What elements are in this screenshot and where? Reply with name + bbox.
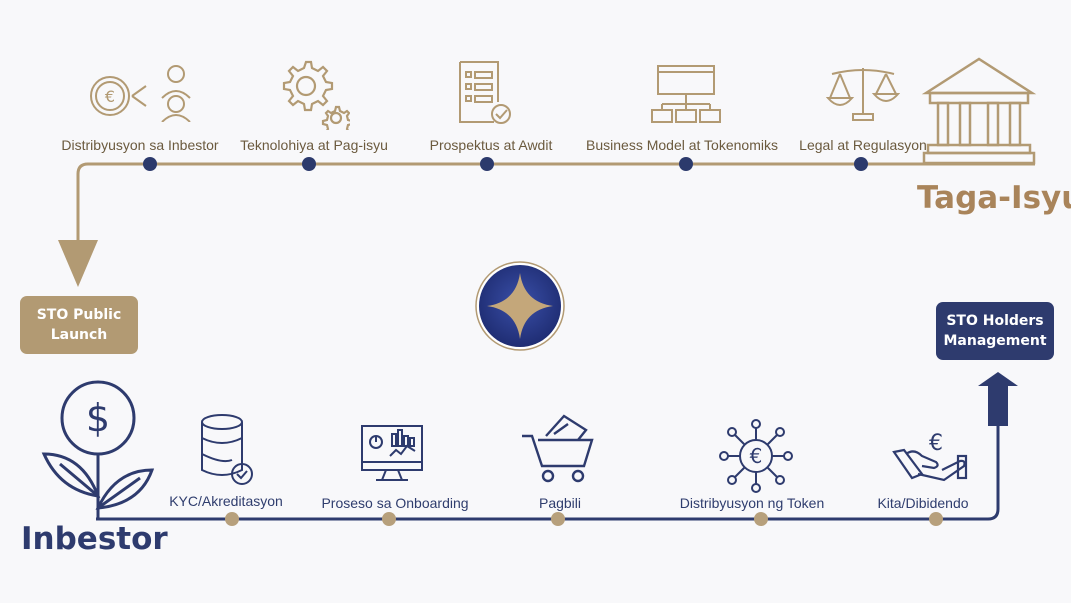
euro-coin-distribution-icon: € xyxy=(90,65,191,122)
monitor-analytics-icon xyxy=(361,425,423,481)
money-plant-icon: $ xyxy=(41,380,155,520)
investor-step-label: KYC/Akreditasyon xyxy=(169,493,283,509)
hand-euro-icon: € xyxy=(892,431,968,482)
star-logo-icon xyxy=(475,261,565,351)
checklist-document-icon xyxy=(459,61,511,124)
investor-step-dot xyxy=(225,512,239,526)
down-arrow xyxy=(58,240,98,287)
up-arrow xyxy=(978,372,1018,426)
investor-step-dot xyxy=(754,512,768,526)
svg-text:€: € xyxy=(750,444,763,468)
issuer-step-dot xyxy=(679,157,693,171)
issuer-step-label: Teknolohiya at Pag-isyu xyxy=(240,137,388,153)
sto-public-launch-box: STO Public Launch xyxy=(20,296,138,354)
issuer-title: Taga-Isyu xyxy=(917,180,1071,216)
svg-text:€: € xyxy=(105,87,115,106)
database-check-icon xyxy=(201,414,253,485)
issuer-step-dot xyxy=(480,157,494,171)
launch-box-line1: STO Public xyxy=(36,307,122,323)
investor-title: Inbestor xyxy=(21,521,168,557)
issuer-step-label: Distribyusyon sa Inbestor xyxy=(61,137,219,153)
issuer-step-dot xyxy=(143,157,157,171)
svg-text:€: € xyxy=(929,431,943,456)
bank-building-icon xyxy=(921,57,1037,165)
svg-text:$: $ xyxy=(86,396,110,440)
euro-network-icon: € xyxy=(719,419,793,493)
gears-icon xyxy=(282,60,350,130)
investor-step-label: Pagbili xyxy=(538,495,582,511)
investor-step-label: Proseso sa Onboarding xyxy=(321,495,469,511)
shopping-cart-icon xyxy=(522,414,594,483)
investor-step-dot xyxy=(382,512,396,526)
issuer-step-dot xyxy=(302,157,316,171)
issuer-step-label: Business Model at Tokenomiks xyxy=(586,137,778,153)
holders-box-line1: STO Holders xyxy=(946,313,1044,329)
scales-icon xyxy=(826,68,900,121)
holders-box-line2: Management xyxy=(943,333,1047,349)
investor-step-dot xyxy=(551,512,565,526)
investor-step-label: Kita/Dibidendo xyxy=(877,495,969,511)
launch-box-line2: Launch xyxy=(50,327,108,343)
investor-step-label: Distribyusyon ng Token xyxy=(679,495,825,511)
issuer-step-label: Prospektus at Awdit xyxy=(429,137,553,153)
issuer-step-dot xyxy=(854,157,868,171)
investor-step-dot xyxy=(929,512,943,526)
issuer-flow-line xyxy=(76,162,1035,240)
issuer-step-label: Legal at Regulasyon xyxy=(799,137,927,153)
org-chart-icon xyxy=(651,65,721,123)
investor-flow-line xyxy=(96,425,1000,521)
sto-holders-management-box: STO Holders Management xyxy=(936,302,1054,360)
